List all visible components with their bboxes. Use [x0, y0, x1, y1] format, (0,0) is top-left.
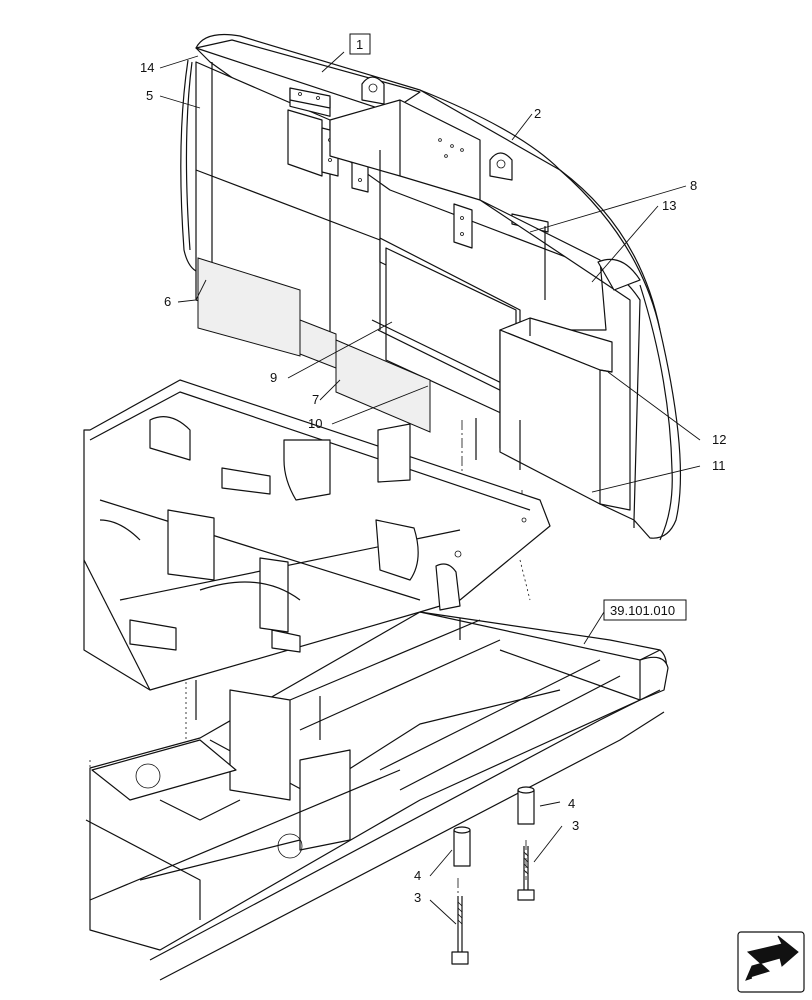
- spacer-left: [453, 826, 471, 867]
- callout-3-right: 3: [572, 818, 579, 833]
- callout-4-left: 4: [414, 868, 421, 883]
- lifting-eye-left: [361, 76, 385, 105]
- callout-5: 5: [146, 88, 153, 103]
- bolt-right: [517, 846, 535, 901]
- lifting-eye-right: [489, 152, 513, 181]
- reference-label[interactable]: 39.101.010: [610, 603, 675, 618]
- callout-12: 12: [712, 432, 726, 447]
- main-frame: [85, 611, 669, 981]
- callout-11: 11: [712, 458, 726, 473]
- reference-box[interactable]: [603, 599, 687, 621]
- callout-1: 1: [356, 37, 363, 52]
- callout-8: 8: [690, 178, 697, 193]
- callout-14: 14: [140, 60, 154, 75]
- callout-10: 10: [308, 416, 322, 431]
- callout-3-left: 3: [414, 890, 421, 905]
- callout-labels: 1 2 3 3 4 4 5 6 7 8 9 10 11 12 13 14: [140, 33, 726, 905]
- callout-13: 13: [662, 198, 676, 213]
- bolt-left: [451, 896, 469, 965]
- spacer-bolt-set: [451, 786, 535, 965]
- callout-7: 7: [312, 392, 319, 407]
- callout-4-right: 4: [568, 796, 575, 811]
- callout-6: 6: [164, 294, 171, 309]
- spacer-right: [517, 786, 535, 825]
- callout-2: 2: [534, 106, 541, 121]
- counterweight-assembly: [180, 33, 682, 541]
- callout-1-box: [349, 33, 371, 55]
- forward-arrow-icon[interactable]: [737, 931, 805, 993]
- upper-frame-assembly: [83, 379, 551, 691]
- leader-lines: [159, 51, 701, 925]
- callout-9: 9: [270, 370, 277, 385]
- reference-callout[interactable]: 39.101.010: [603, 599, 687, 621]
